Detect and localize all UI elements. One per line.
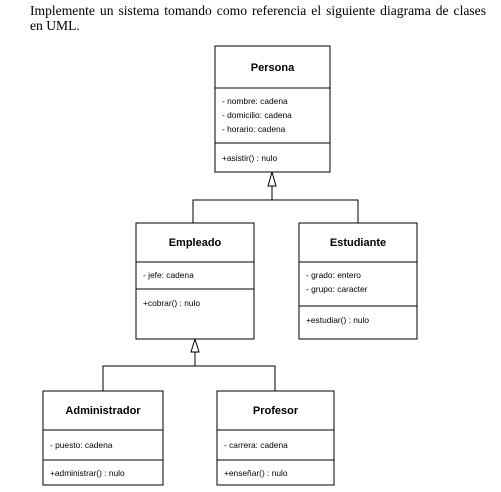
class-administrador-method-administrar: +administrar() : nulo — [50, 468, 125, 478]
class-administrador: Administrador - puesto: cadena +administ… — [42, 390, 164, 486]
class-profesor-attr-carrera: - carrera: cadena — [224, 440, 288, 450]
inheritance-arrow-empleado — [190, 337, 200, 353]
class-empleado: Empleado - jefe: cadena +cobrar() : nulo — [135, 222, 255, 340]
class-estudiante-method-estudiar: +estudiar() : nulo — [306, 315, 369, 325]
class-estudiante-attr-grado: - grado: entero — [306, 270, 361, 280]
class-estudiante-attr-grupo: - grupo: caracter — [306, 284, 368, 294]
class-estudiante: Estudiante - grado: entero - grupo: cara… — [298, 222, 418, 340]
class-persona: Persona - nombre: cadena - domicilio: ca… — [214, 45, 331, 173]
edge-profesor-to-empleado — [195, 365, 276, 391]
class-persona-method-asistir: +asistir() : nulo — [222, 153, 277, 163]
generalization-edges — [102, 170, 359, 391]
inheritance-arrow-persona — [267, 170, 277, 187]
class-persona-box — [214, 45, 331, 173]
intro-paragraph: Implemente un sistema tomando como refer… — [30, 3, 486, 33]
class-estudiante-name: Estudiante — [330, 237, 386, 249]
class-profesor-method-ensenar: +enseñar() : nulo — [224, 468, 288, 478]
edge-administrador-to-empleado — [102, 352, 196, 391]
class-estudiante-box — [298, 222, 418, 340]
class-administrador-attr-puesto: - puesto: cadena — [50, 440, 113, 450]
edge-empleado-to-persona — [192, 186, 273, 223]
class-empleado-name: Empleado — [169, 237, 222, 249]
class-persona-attr-horario: - horario: cadena — [222, 124, 286, 134]
edge-estudiante-to-persona — [272, 199, 359, 223]
class-profesor-box — [216, 390, 335, 486]
class-profesor: Profesor - carrera: cadena +enseñar() : … — [216, 390, 335, 486]
class-persona-attr-nombre: - nombre: cadena — [222, 96, 288, 106]
class-persona-attr-domicilio: - domicilio: cadena — [222, 110, 292, 120]
class-administrador-name: Administrador — [65, 405, 141, 417]
class-empleado-attr-jefe: - jefe: cadena — [143, 270, 194, 280]
class-profesor-name: Profesor — [253, 405, 299, 417]
class-empleado-box — [135, 222, 255, 340]
class-administrador-box — [42, 390, 164, 486]
class-persona-name: Persona — [251, 62, 295, 74]
class-empleado-method-cobrar: +cobrar() : nulo — [143, 298, 200, 308]
